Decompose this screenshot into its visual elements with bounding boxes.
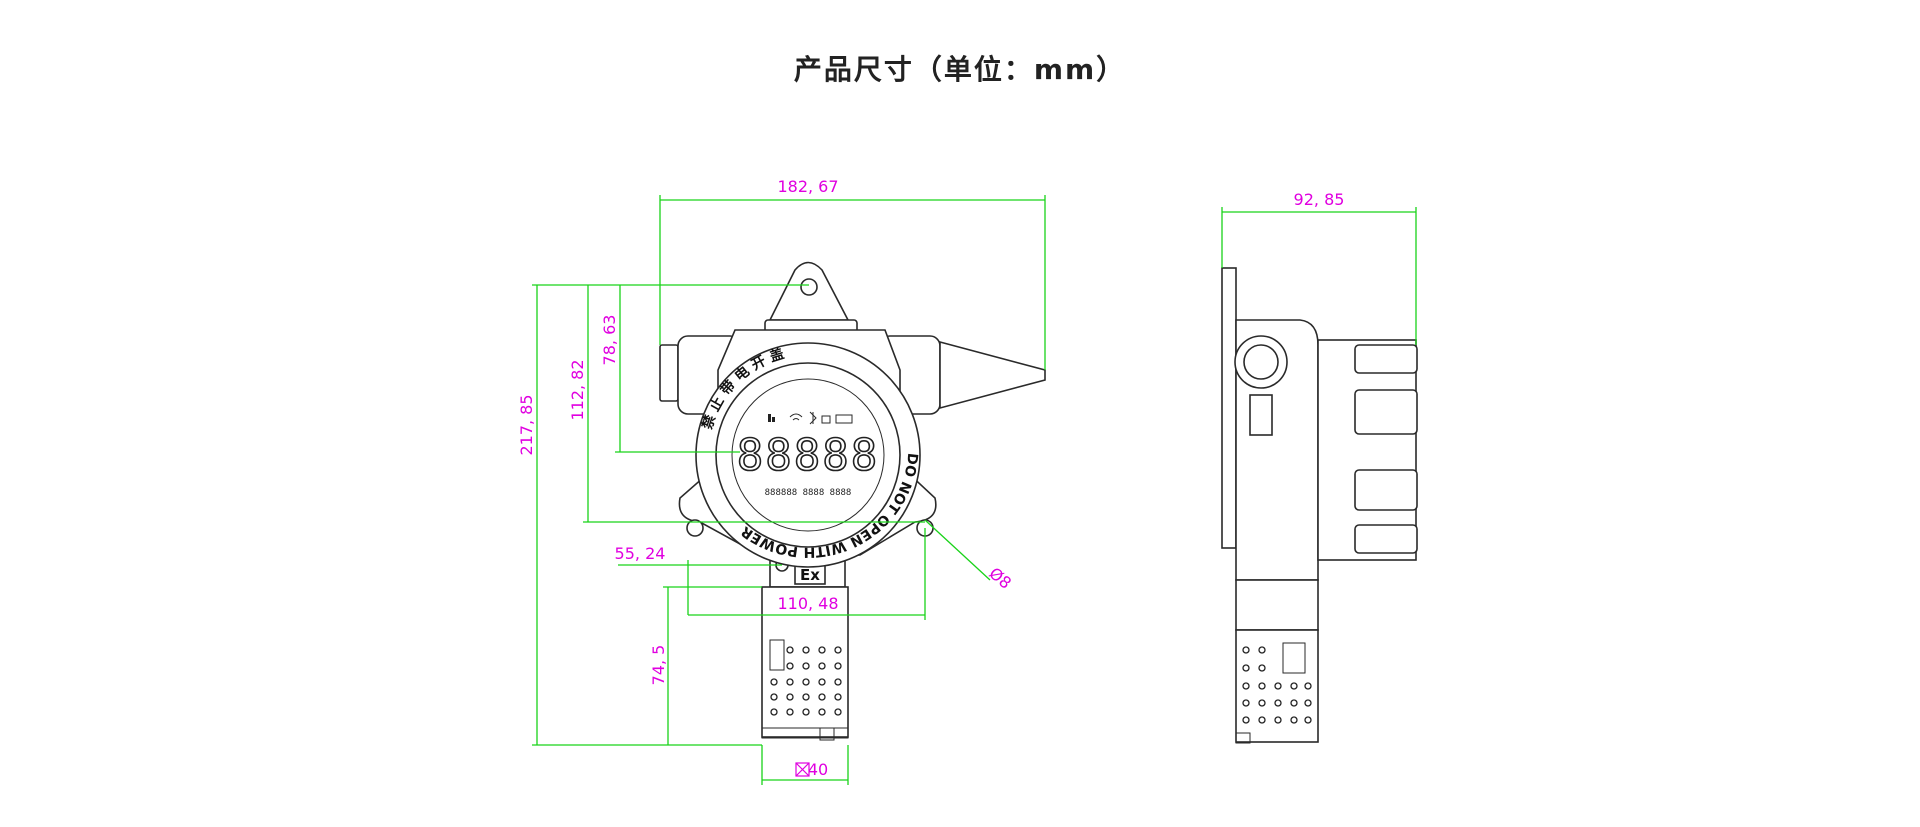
side-gland-stem (1249, 394, 1273, 436)
left-gland-nut (659, 344, 679, 402)
dim-to-center: 112, 82 (568, 359, 587, 420)
dim-sensor-height: 74, 5 (649, 645, 668, 686)
lock-icon (821, 415, 831, 424)
sensor-label (769, 639, 785, 671)
front-view: Ex 禁 止 带 电 开 盖 DO NOT OPEN WITH POWER 88… (517, 177, 1046, 785)
side-view: 92, 85 (1221, 190, 1418, 744)
dim-bracket-width: 110, 48 (777, 594, 838, 613)
signal-icon (768, 414, 771, 422)
dim-sensor-dia: 40 (808, 760, 828, 779)
sensor-vent-holes (770, 646, 842, 716)
lcd-subdigits: 888888 8888 8888 (765, 488, 852, 498)
side-neck (1235, 579, 1319, 631)
wifi-icon (789, 413, 803, 421)
side-vent-holes (1242, 646, 1312, 724)
front-dimensions: 182, 67 217, 85 112, 82 78, 63 55, 24 11… (517, 177, 1046, 785)
ear-hole (800, 278, 818, 296)
cover-inner-ring (715, 362, 901, 548)
side-cover-ribs (1354, 344, 1418, 554)
mount-hole-left (686, 519, 704, 537)
dim-to-display: 78, 63 (600, 315, 619, 366)
page-title: 产品尺寸（单位：mm） (793, 53, 1127, 86)
side-dimensions: 92, 85 (1221, 190, 1417, 345)
sensor-cone (939, 340, 1046, 410)
side-cover (1317, 339, 1417, 561)
side-sensor-label (1282, 642, 1306, 674)
side-gland-inner (1243, 344, 1279, 380)
display-window (731, 378, 885, 532)
ex-mark: Ex (800, 566, 820, 584)
dim-width-total: 182, 67 (777, 177, 838, 196)
dim-hole-dia: Ø8 (985, 564, 1015, 593)
dim-depth: 92, 85 (1294, 190, 1345, 209)
battery-icon (835, 414, 853, 424)
side-back-plate (1221, 267, 1237, 549)
bluetooth-icon (809, 411, 817, 425)
dim-bracket-offset: 55, 24 (615, 544, 666, 563)
dim-height-total: 217, 85 (517, 394, 536, 455)
lcd-digits: 88888 (737, 430, 879, 481)
